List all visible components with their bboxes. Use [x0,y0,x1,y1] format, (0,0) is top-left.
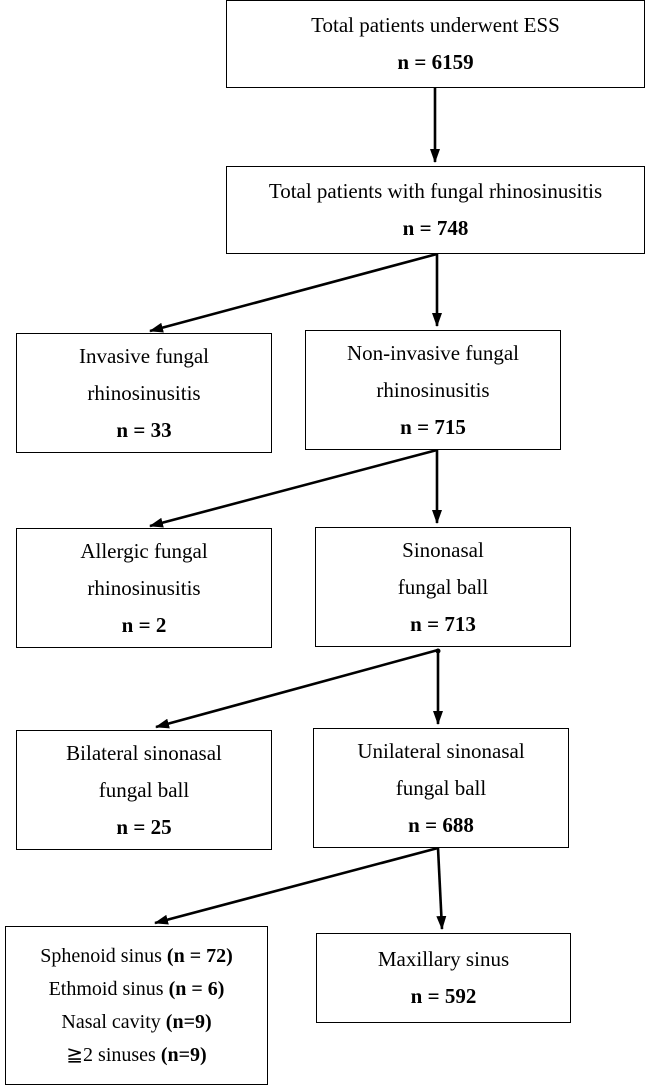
box-label-line1: Invasive fungal [78,343,210,368]
box-count: n = 6159 [397,50,474,74]
site-label: Ethmoid sinus [48,977,164,1000]
arrow-unilateral-to-maxillary [436,847,447,930]
site-ethmoid: Ethmoid sinus (n = 6) [49,973,225,1006]
arrow-noninvasive-to-allergic [149,448,438,528]
box-total-ess: Total patients underwent ESS n = 6159 [226,0,645,88]
site-sphenoid: Sphenoid sinus (n = 72) [40,940,233,973]
box-noninvasive: Non-invasive fungal rhinosinusitis n = 7… [305,330,561,450]
box-label-line1: Non-invasive fungal [346,340,520,365]
site-nasal-cavity: Nasal cavity (n=9) [61,1006,211,1039]
box-count: n = 713 [410,611,476,636]
branch-dot [435,648,441,654]
box-count: n = 715 [400,414,466,439]
box-unilateral: Unilateral sinonasal fungal ball n = 688 [313,728,569,848]
site-label: ≧2 sinuses [66,1043,156,1066]
box-bilateral: Bilateral sinonasal fungal ball n = 25 [16,730,272,850]
box-count: n = 748 [402,216,469,240]
box-label-line2: fungal ball [395,775,487,800]
box-label-line2: rhinosinusitis [87,380,201,405]
box-label: Maxillary sinus [377,947,510,971]
site-label: Sphenoid sinus [40,944,162,967]
box-count: n = 2 [121,612,167,637]
arrow-ball-to-bilateral [155,648,439,729]
site-count: (n=9) [160,1043,207,1066]
box-allergic: Allergic fungal rhinosinusitis n = 2 [16,528,272,648]
box-label-line2: fungal ball [397,574,489,599]
site-count: (n = 72) [166,944,233,967]
box-other-sites: Sphenoid sinus (n = 72) Ethmoid sinus (n… [5,926,268,1085]
box-count: n = 25 [116,814,172,839]
box-count: n = 688 [408,812,474,837]
box-fungal-rhinosinusitis: Total patients with fungal rhinosinusiti… [226,166,645,254]
box-label: Total patients with fungal rhinosinusiti… [268,179,603,203]
box-label-line1: Allergic fungal [80,538,208,563]
site-count: (n = 6) [168,977,225,1000]
box-label-line1: Sinonasal [402,537,484,562]
box-fungal-ball: Sinonasal fungal ball n = 713 [315,527,571,647]
box-label-line2: fungal ball [98,777,190,802]
box-label: Total patients underwent ESS [311,13,560,37]
box-label-line2: rhinosinusitis [87,575,201,600]
box-count: n = 592 [410,984,477,1008]
site-multiple-sinuses: ≧2 sinuses (n=9) [66,1039,206,1072]
site-count: (n=9) [165,1010,212,1033]
box-invasive: Invasive fungal rhinosinusitis n = 33 [16,333,272,453]
box-maxillary: Maxillary sinus n = 592 [316,933,571,1023]
arrow-fungal-to-invasive [149,252,438,333]
box-label-line1: Unilateral sinonasal [357,738,525,763]
site-label: Nasal cavity [61,1010,161,1033]
arrow-unilateral-to-sites [154,846,439,925]
box-label-line1: Bilateral sinonasal [66,740,222,765]
box-count: n = 33 [116,417,172,442]
box-label-line2: rhinosinusitis [376,377,490,402]
